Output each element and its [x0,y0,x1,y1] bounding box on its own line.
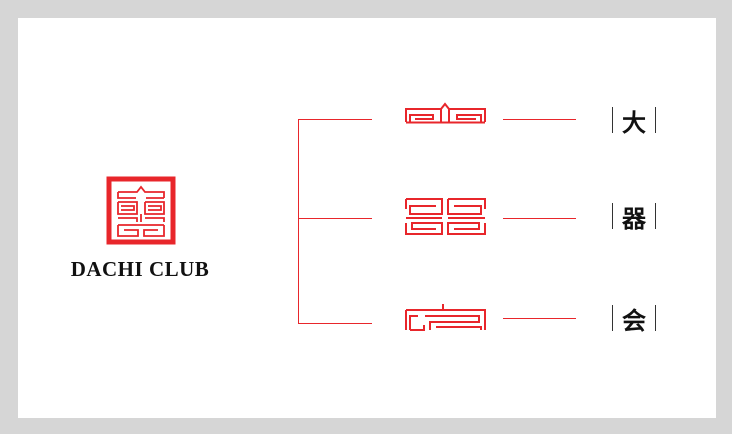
bracket-lines [298,119,576,324]
char-label-da: 大 [606,106,662,137]
glyph-part-top [405,102,486,124]
divider [612,107,613,133]
char-text: 会 [622,306,646,335]
divider [612,203,613,229]
glyph-part-bottom [405,304,486,331]
glyph-part-middle [405,198,486,235]
dachi-seal-logo [106,176,176,245]
brand-name: DACHI CLUB [70,257,210,281]
divider [612,305,613,331]
divider [655,305,656,331]
divider [655,107,656,133]
char-text: 大 [622,108,646,137]
char-text: 器 [622,204,646,233]
divider [655,203,656,229]
char-label-hui: 会 [606,304,662,335]
char-label-qi: 器 [606,202,662,233]
